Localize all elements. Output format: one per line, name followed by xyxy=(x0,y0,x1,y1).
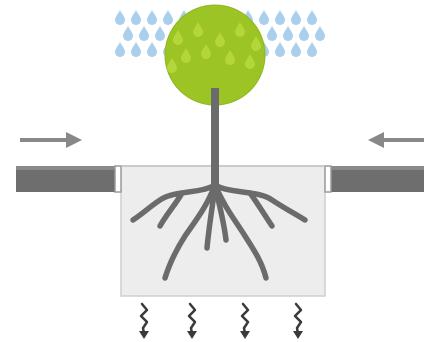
rain-drop xyxy=(267,26,277,41)
squiggly-down-arrow-icon xyxy=(187,304,197,339)
rain-drop xyxy=(155,26,165,41)
rain-drop xyxy=(259,10,269,25)
rain-drop xyxy=(275,42,285,57)
rain-drop xyxy=(147,42,157,57)
rain-drop xyxy=(131,10,141,25)
rain-drop xyxy=(123,26,133,41)
rain-drop xyxy=(299,26,309,41)
squiggly-down-arrow-icon xyxy=(293,304,303,339)
rain-drop xyxy=(163,10,173,25)
rain-drop xyxy=(115,42,125,57)
rain-drop xyxy=(307,10,317,25)
rain-drop xyxy=(275,10,285,25)
rain-drop xyxy=(291,42,301,57)
rain-drop xyxy=(131,42,141,57)
arrow-left-icon xyxy=(368,132,424,148)
pavement-left xyxy=(16,166,121,192)
rain-drop xyxy=(283,26,293,41)
squiggly-down-arrow-icon xyxy=(139,304,149,339)
rain-drop xyxy=(291,10,301,25)
rain-drop xyxy=(315,26,325,41)
infiltration-arrows xyxy=(139,304,303,339)
rain-drop xyxy=(115,10,125,25)
tree-trunk-icon xyxy=(211,88,219,188)
rain-drop xyxy=(307,42,317,57)
rain-drop xyxy=(139,26,149,41)
rain-drop xyxy=(147,10,157,25)
squiggly-down-arrow-icon xyxy=(240,304,250,339)
pavement-right xyxy=(325,166,424,192)
arrow-right-icon xyxy=(20,132,82,148)
